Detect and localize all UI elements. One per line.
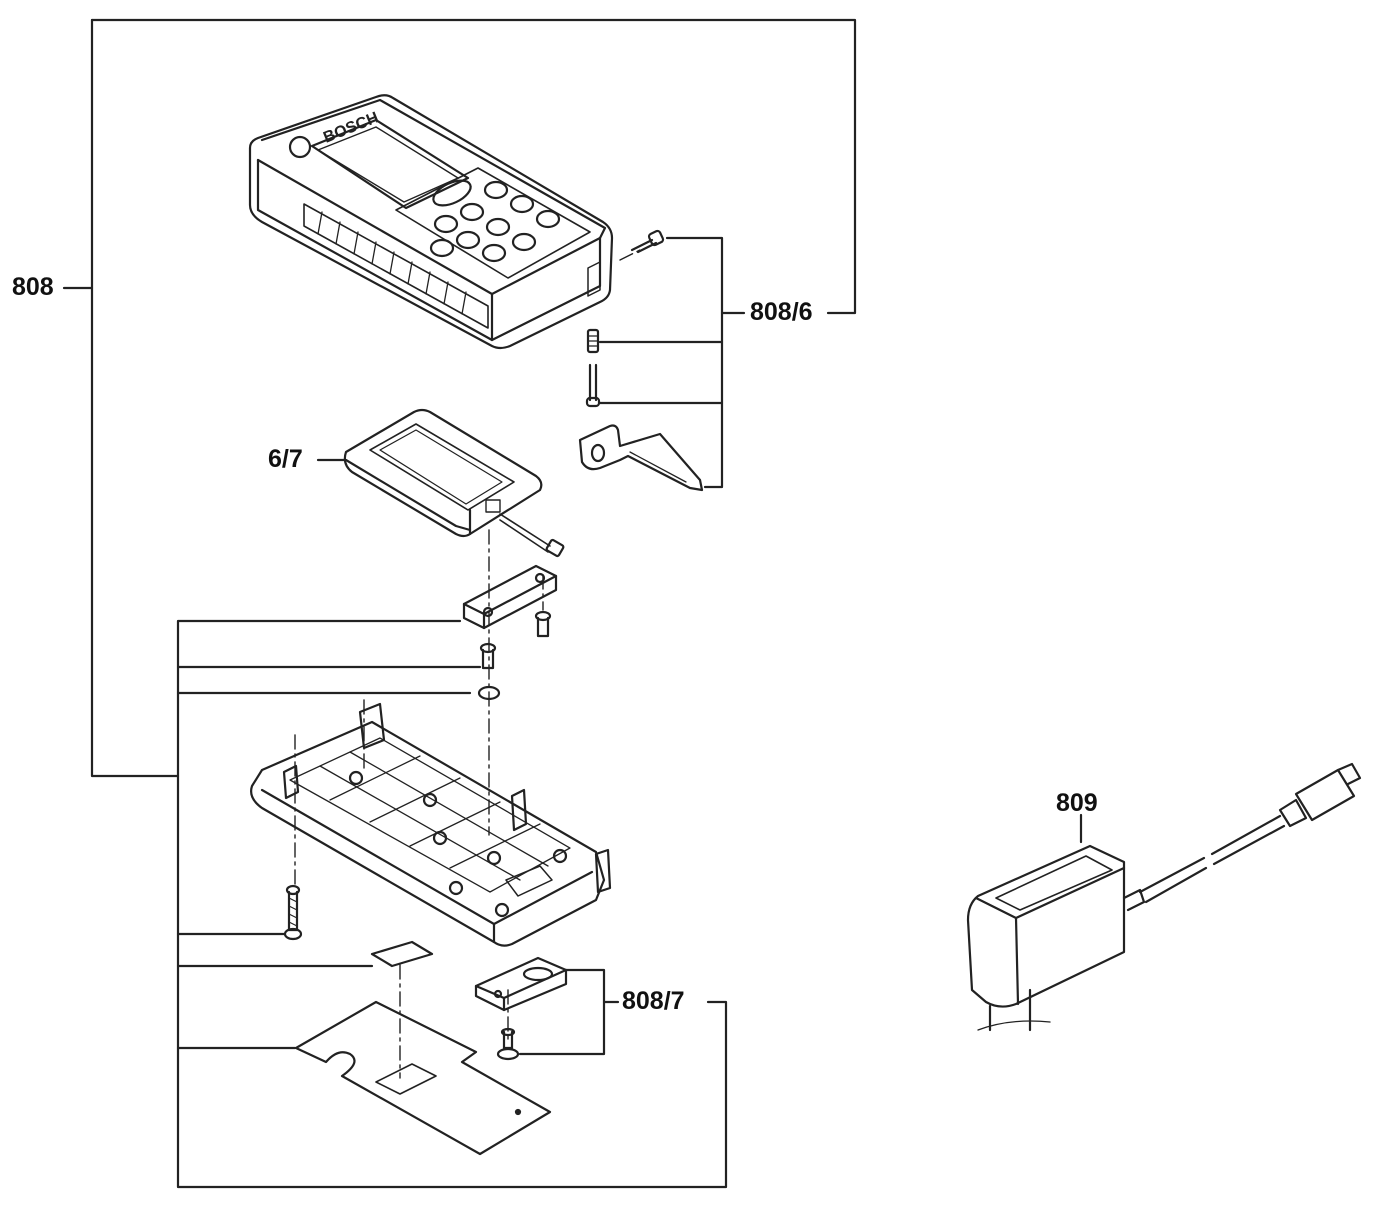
bracket-808 <box>62 18 857 778</box>
callout-809: 809 <box>1056 789 1098 817</box>
bracket-808-7 <box>518 968 620 1056</box>
pin-screw-icon <box>630 229 665 254</box>
power-adapter-icon <box>966 762 1362 1032</box>
brand-logo-text: BOSCH <box>321 109 381 146</box>
callout-808-6: 808/6 <box>750 298 813 326</box>
screw-small-2-icon <box>479 642 497 670</box>
callout-808: 808 <box>12 273 54 301</box>
callout-6-7: 6/7 <box>268 445 303 473</box>
end-piece-icon <box>578 424 704 492</box>
bottom-housing-shell-icon <box>250 702 612 947</box>
foot-pad-icon <box>294 1000 552 1156</box>
pin-icon <box>585 363 601 408</box>
cap-screw-icon <box>496 1027 520 1061</box>
bracket-assembly-left <box>176 619 728 1189</box>
long-screw-icon <box>283 884 303 941</box>
screw-small-1-icon <box>534 610 552 638</box>
spring-icon <box>586 328 600 354</box>
bracket-808-6 <box>598 236 746 489</box>
assembly-axes <box>294 249 641 1079</box>
callout-808-7: 808/7 <box>622 987 685 1015</box>
label-sticker-icon <box>370 940 434 968</box>
battery-contact-bracket-icon <box>462 564 558 630</box>
end-cap-icon <box>474 956 568 1012</box>
battery-pack-icon <box>343 408 565 558</box>
o-ring-icon <box>477 685 501 701</box>
laser-measure-housing-icon: BOSCH <box>248 94 614 350</box>
